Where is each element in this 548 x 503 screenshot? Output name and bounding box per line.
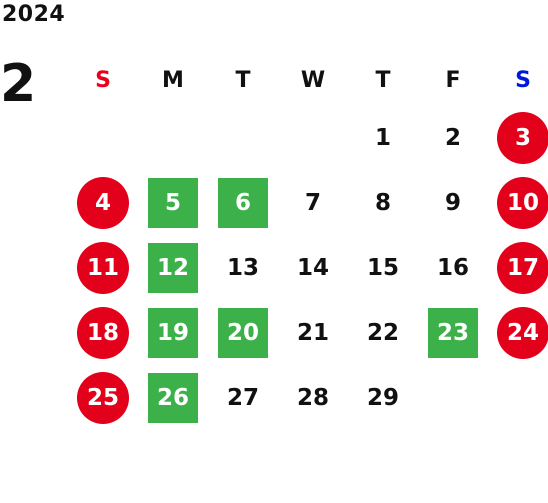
calendar-day: 8 <box>374 189 391 216</box>
weekday-sunday: S <box>95 67 111 93</box>
weekday-wednesday: W <box>300 67 326 93</box>
calendar-day-cell: 15 <box>348 235 418 300</box>
calendar-day-cell: 28 <box>278 365 348 430</box>
calendar-day-cell: 17 <box>488 235 548 300</box>
calendar-day-cell: 12 <box>138 235 208 300</box>
highlighted-day: 19 <box>148 307 198 358</box>
calendar-day-cell: 26 <box>138 365 208 430</box>
holiday-day: 10 <box>497 176 548 229</box>
holiday-day: 11 <box>77 241 129 294</box>
calendar-day-cell: 5 <box>138 170 208 235</box>
highlighted-day: 20 <box>218 307 268 358</box>
calendar-day-cell: 8 <box>348 170 418 235</box>
calendar-day-cell <box>68 105 138 170</box>
calendar-day-cell: 6 <box>208 170 278 235</box>
holiday-day: 18 <box>77 306 129 359</box>
calendar-day-cell <box>488 365 548 430</box>
calendar-day-cell: 16 <box>418 235 488 300</box>
calendar-day: 15 <box>366 254 399 281</box>
calendar-day: 21 <box>296 319 329 346</box>
holiday-day: 4 <box>77 176 129 229</box>
calendar-day-cell: 7 <box>278 170 348 235</box>
calendar-day-cell: 3 <box>488 105 548 170</box>
calendar-day: 22 <box>366 319 399 346</box>
calendar-day: 28 <box>296 384 329 411</box>
calendar-day: 14 <box>296 254 329 281</box>
calendar-day-cell: 21 <box>278 300 348 365</box>
calendar-day-cell: 23 <box>418 300 488 365</box>
calendar-day-cell <box>278 105 348 170</box>
weekday-thursday: T <box>375 67 391 93</box>
calendar-day-cell: 1 <box>348 105 418 170</box>
highlighted-day: 26 <box>148 372 198 423</box>
calendar-day-cell <box>208 105 278 170</box>
calendar-day: 27 <box>226 384 259 411</box>
holiday-day: 17 <box>497 241 548 294</box>
calendar-day: 16 <box>436 254 469 281</box>
calendar-day-cell: 9 <box>418 170 488 235</box>
highlighted-day: 23 <box>428 307 478 358</box>
calendar-month: 2 <box>0 54 37 114</box>
weekday-tuesday: T <box>235 67 251 93</box>
calendar-day-cell: 29 <box>348 365 418 430</box>
calendar-day-cell: 25 <box>68 365 138 430</box>
calendar-day-cell: 2 <box>418 105 488 170</box>
calendar-day-cell <box>138 105 208 170</box>
calendar-day-cell <box>418 365 488 430</box>
holiday-day: 24 <box>497 306 548 359</box>
calendar-day-cell: 13 <box>208 235 278 300</box>
calendar-day: 29 <box>366 384 399 411</box>
calendar-day-cell: 24 <box>488 300 548 365</box>
calendar-day: 13 <box>226 254 259 281</box>
calendar-day-cell: 27 <box>208 365 278 430</box>
highlighted-day: 12 <box>148 242 198 293</box>
weekday-monday: M <box>162 67 184 93</box>
highlighted-day: 5 <box>148 177 198 228</box>
calendar-day-cell: 20 <box>208 300 278 365</box>
holiday-day: 3 <box>497 111 548 164</box>
calendar-day: 7 <box>304 189 321 216</box>
calendar-day-cell: 10 <box>488 170 548 235</box>
calendar-day-cell: 18 <box>68 300 138 365</box>
calendar-day: 2 <box>444 124 461 151</box>
holiday-day: 25 <box>77 371 129 424</box>
calendar-day-cell: 4 <box>68 170 138 235</box>
highlighted-day: 6 <box>218 177 268 228</box>
calendar-day-cell: 11 <box>68 235 138 300</box>
calendar-day-cell: 14 <box>278 235 348 300</box>
weekday-friday: F <box>445 67 461 93</box>
weekday-saturday: S <box>515 67 531 93</box>
calendar-day: 1 <box>374 124 391 151</box>
calendar-year: 2024 <box>2 2 66 27</box>
calendar-day-cell: 19 <box>138 300 208 365</box>
calendar-day: 9 <box>444 189 461 216</box>
calendar-day-cell: 22 <box>348 300 418 365</box>
